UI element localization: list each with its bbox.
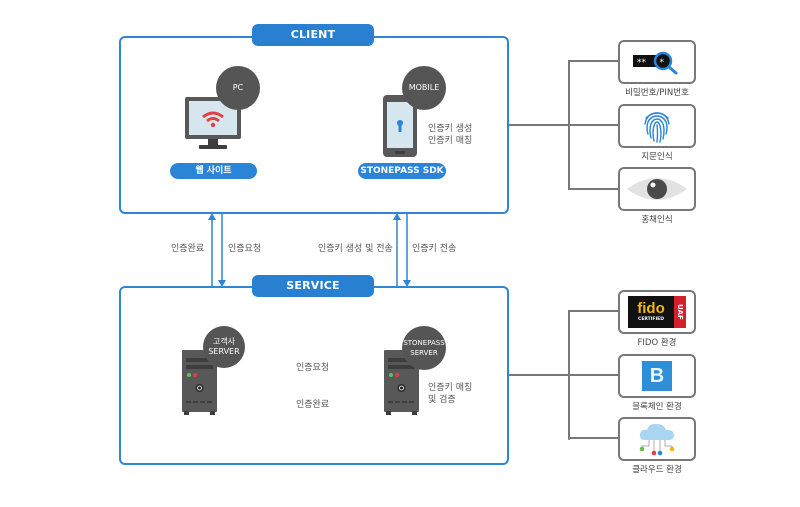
mobile-note: 인증키 생성 인증키 매칭 — [428, 124, 473, 146]
auth-method-iris[interactable] — [618, 167, 696, 211]
environment-blockchain[interactable]: B — [618, 354, 696, 398]
auth-method-label-0: 비밀번호/PIN번호 — [625, 88, 689, 98]
stonepass-server-note: 인증키 매칭 및 검증 — [428, 383, 473, 405]
service-provider-title: SERVICE PROVIDER — [252, 275, 374, 314]
connector-client-main — [509, 124, 570, 126]
eye-icon — [627, 178, 687, 200]
connector-auth-2 — [568, 188, 619, 190]
password-search-icon: ** * — [633, 51, 678, 75]
customer-server-badge: 고객사 SERVER — [203, 326, 245, 368]
environment-label-1: 블록체인 환경 — [632, 402, 682, 412]
auth-method-label-1: 지문인식 — [641, 152, 673, 162]
connector-auth-0 — [568, 60, 619, 62]
arrow-left-up — [208, 213, 216, 287]
svg-text:**: ** — [637, 58, 647, 68]
flow-label-left-down: 인증요청 — [228, 244, 262, 254]
connector-sp-main — [509, 374, 570, 376]
mobile-phone-icon — [383, 95, 419, 157]
connector-env-0 — [568, 310, 619, 312]
environment-cloud[interactable] — [618, 417, 696, 461]
svg-text:*: * — [660, 58, 665, 68]
server-request-label: 인증요청 — [296, 363, 330, 373]
arrow-left-down — [218, 214, 226, 287]
stonepass-server-badge: STONEPASS SERVER — [402, 326, 446, 370]
fingerprint-icon — [644, 112, 670, 143]
auth-method-password[interactable]: ** * — [618, 40, 696, 84]
mobile-badge: MOBILE — [402, 66, 446, 110]
website-button[interactable]: 웹 사이트 — [170, 163, 257, 179]
environment-fido[interactable]: fido CERTIFIED UAF — [618, 290, 696, 334]
client-title: CLIENT — [252, 24, 374, 46]
arrow-right-up — [393, 213, 401, 287]
stonepass-sdk-button[interactable]: STONEPASS SDK — [358, 163, 446, 179]
environment-label-2: 클라우드 환경 — [632, 465, 682, 475]
environment-label-0: FIDO 환경 — [637, 338, 677, 348]
client-group — [119, 36, 509, 214]
server-complete-label: 인증완료 — [296, 400, 330, 410]
cloud-icon — [639, 423, 675, 456]
connector-env-1 — [568, 374, 619, 376]
pc-badge: PC — [216, 66, 260, 110]
flow-label-right-up: 인증키 생성 및 전송 — [318, 244, 393, 254]
flow-label-right-down: 인증키 전송 — [412, 244, 457, 254]
connector-auth-1 — [568, 124, 619, 126]
customer-server-icon — [182, 350, 218, 416]
arrow-right-down — [403, 214, 411, 287]
fido-uaf-logo: fido CERTIFIED UAF — [628, 296, 686, 328]
connector-env-2 — [568, 437, 619, 439]
auth-method-label-2: 홍채인식 — [641, 215, 673, 225]
auth-method-fingerprint[interactable] — [618, 104, 696, 148]
blockchain-icon: B — [642, 361, 672, 391]
flow-label-left-up: 인증완료 — [171, 244, 205, 254]
